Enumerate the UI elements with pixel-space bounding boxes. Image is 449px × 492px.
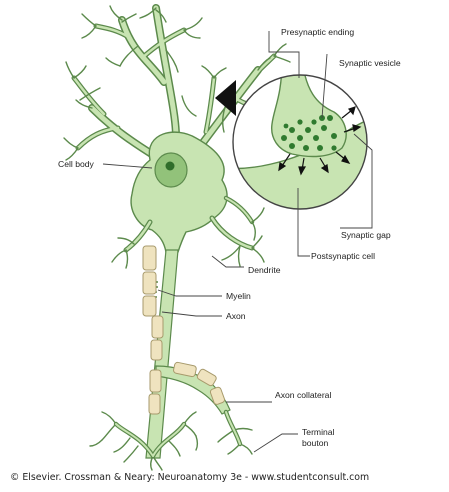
label-axon-collateral: Axon collateral xyxy=(275,390,331,400)
myelin-sheaths xyxy=(143,246,225,414)
terminal-branches xyxy=(90,412,252,470)
label-presynaptic-ending: Presynaptic ending xyxy=(281,27,354,37)
label-cell-body: Cell body xyxy=(58,159,95,169)
label-postsynaptic-cell: Postsynaptic cell xyxy=(311,251,375,261)
label-dendrite: Dendrite xyxy=(248,265,281,275)
nucleolus xyxy=(166,162,175,171)
myelin-segment xyxy=(143,246,156,270)
myelin-segment xyxy=(210,386,226,405)
label-synaptic-gap: Synaptic gap xyxy=(341,230,391,240)
myelin-segment xyxy=(149,394,160,414)
copyright-credit: © Elsevier. Crossman & Neary: Neuroanato… xyxy=(10,472,369,483)
myelin-segment xyxy=(150,370,161,392)
label-terminal: Terminal xyxy=(302,427,335,437)
label-bouton: bouton xyxy=(302,438,329,448)
myelin-segment xyxy=(151,340,162,360)
myelin-segment xyxy=(143,296,156,316)
label-axon: Axon xyxy=(226,311,246,321)
myelin-segment xyxy=(152,316,163,338)
myelin-segment xyxy=(143,272,156,294)
label-myelin: Myelin xyxy=(226,291,251,301)
label-synaptic-vesicle: Synaptic vesicle xyxy=(339,58,401,68)
terminal-bouton-leader xyxy=(254,434,298,452)
